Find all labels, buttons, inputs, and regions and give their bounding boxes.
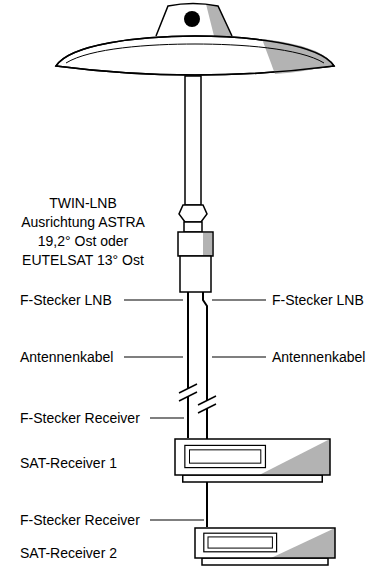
feed-cap <box>156 4 232 37</box>
receiver-shade <box>259 439 330 475</box>
receiver-housing <box>195 528 335 558</box>
receiver-shade <box>271 528 335 558</box>
lnb-label: TWIN-LNB Ausrichtung ASTRA 19,2° Ost ode… <box>20 194 146 270</box>
device-label: SAT-Receiver 2 <box>20 544 117 563</box>
cap-fill <box>156 4 232 37</box>
leader-line <box>150 417 184 418</box>
receiver-fill <box>195 528 335 558</box>
part-label: F-Stecker Receiver <box>20 511 140 530</box>
lnb-symbol <box>178 205 213 292</box>
leader-line <box>212 299 266 300</box>
receiver-symbol <box>174 438 331 484</box>
dish-outline <box>56 36 334 75</box>
break-line <box>179 392 197 401</box>
leader-line <box>124 356 183 357</box>
receiver-symbol <box>194 527 336 567</box>
receiver-housing <box>175 439 330 475</box>
lnb-neck <box>184 222 202 232</box>
break-line <box>179 384 197 393</box>
receiver-fill <box>175 439 330 475</box>
feed-dot <box>184 11 200 27</box>
leader-lines <box>124 300 266 520</box>
lnb-flange <box>179 205 207 222</box>
break-gap <box>198 396 216 413</box>
break-line <box>198 404 216 413</box>
receiver-node: SAT-Receiver 2 <box>10 527 335 567</box>
cable-break <box>179 384 197 401</box>
part-label: Antennenkabel <box>20 348 113 367</box>
break-line <box>198 396 216 405</box>
part-label: F-Stecker LNB <box>272 291 364 310</box>
break-gap <box>179 384 197 401</box>
lnb-shade <box>203 233 212 255</box>
device-label: SAT-Receiver 1 <box>20 454 117 473</box>
lnb-node: TWIN-LNB Ausrichtung ASTRA 19,2° Ost ode… <box>10 190 222 292</box>
receiver-panel <box>185 445 266 467</box>
dish-body <box>56 36 334 75</box>
lnb-head <box>178 232 213 256</box>
leader-line <box>212 356 266 357</box>
part-label: F-Stecker Receiver <box>20 409 140 428</box>
receiver-base <box>183 475 323 482</box>
receiver-display <box>208 537 272 548</box>
antenna-cable <box>187 292 189 438</box>
cap-outline <box>156 4 232 37</box>
receiver-node: SAT-Receiver 1 <box>10 438 332 482</box>
dish-inner-rim <box>66 44 324 63</box>
receiver-panel <box>204 533 277 552</box>
dish-reflector <box>56 36 334 75</box>
cable-break <box>198 396 216 413</box>
receiver-display <box>190 450 261 463</box>
leader-line <box>150 519 204 520</box>
part-label: Antennenkabel <box>272 348 365 367</box>
feed-arm <box>185 76 201 205</box>
receiver-base <box>202 558 328 565</box>
part-label: F-Stecker LNB <box>20 291 112 310</box>
leader-line <box>124 299 183 300</box>
lnb-body <box>180 256 211 292</box>
